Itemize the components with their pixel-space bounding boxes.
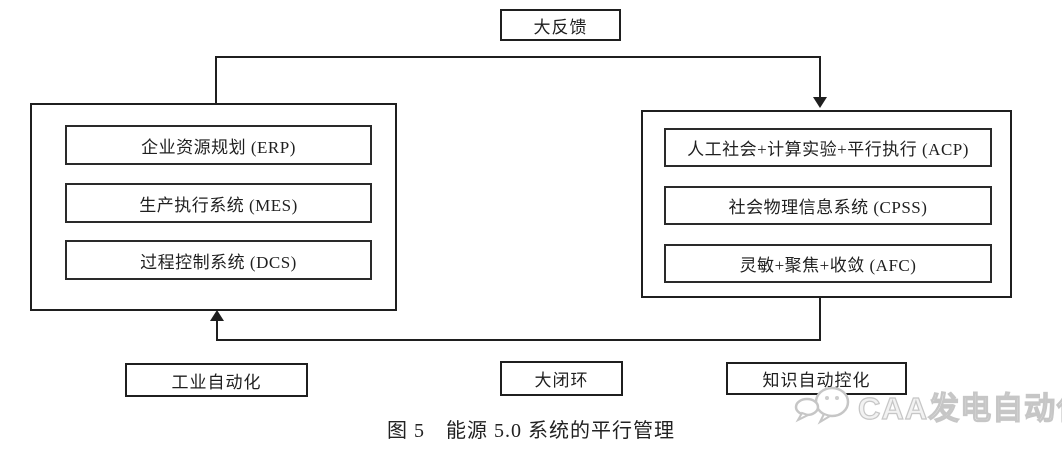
knowledge-automation-box: 知识自动控化: [726, 362, 907, 395]
arrow-down-icon: [813, 97, 827, 108]
afc-box: 灵敏+聚焦+收敛 (AFC): [664, 244, 992, 283]
knowledge-automation-label: 知识自动控化: [762, 371, 871, 390]
left-system-box: 企业资源规划 (ERP) 生产执行系统 (MES) 过程控制系统 (DCS): [30, 103, 397, 311]
erp-box: 企业资源规划 (ERP): [65, 125, 372, 165]
closedloop-line-horizontal: [216, 339, 821, 341]
watermark: CAA发电自动化: [794, 382, 1062, 428]
feedback-line-horizontal: [215, 56, 821, 58]
mes-label: 生产执行系统 (MES): [139, 195, 298, 215]
feedback-line-left-vertical: [215, 56, 217, 103]
industrial-automation-label: 工业自动化: [171, 372, 262, 392]
dcs-label: 过程控制系统 (DCS): [140, 252, 297, 272]
figure-caption: 图 5 能源 5.0 系统的平行管理: [387, 420, 675, 442]
closedloop-line-right-vertical: [819, 298, 821, 341]
dcs-box: 过程控制系统 (DCS): [65, 240, 372, 280]
chat-bubbles-logo-icon: [794, 386, 850, 425]
watermark-text: CAA发电自动化: [857, 390, 1062, 426]
big-closedloop-label: 大闭环: [534, 371, 589, 390]
industrial-automation-box: 工业自动化: [125, 363, 308, 397]
afc-label: 灵敏+聚焦+收敛 (AFC): [739, 256, 917, 275]
right-system-box: 人工社会+计算实验+平行执行 (ACP) 社会物理信息系统 (CPSS) 灵敏+…: [641, 110, 1012, 298]
feedback-line-right-vertical: [819, 56, 821, 98]
big-feedback-label-box: 大反馈: [500, 9, 621, 41]
arrow-up-icon: [210, 310, 224, 321]
big-feedback-label: 大反馈: [533, 17, 588, 37]
mes-box: 生产执行系统 (MES): [65, 183, 372, 223]
cpss-label: 社会物理信息系统 (CPSS): [728, 198, 928, 217]
closedloop-line-left-vertical: [216, 319, 218, 340]
erp-label: 企业资源规划 (ERP): [141, 137, 296, 157]
cpss-box: 社会物理信息系统 (CPSS): [664, 186, 992, 225]
acp-box: 人工社会+计算实验+平行执行 (ACP): [664, 128, 992, 167]
big-closedloop-box: 大闭环: [500, 361, 623, 396]
acp-label: 人工社会+计算实验+平行执行 (ACP): [687, 140, 969, 159]
